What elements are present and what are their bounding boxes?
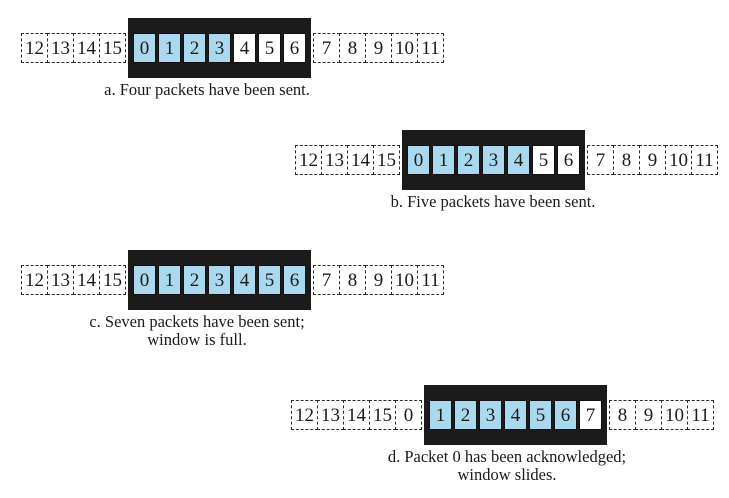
sequence-cell-outside-window: 8 bbox=[339, 33, 366, 63]
sequence-cell-outside-window: 12 bbox=[295, 145, 322, 175]
sequence-cell-outside-window: 8 bbox=[613, 145, 640, 175]
caption-line: window is full. bbox=[147, 330, 247, 349]
sequence-cell-outside-window: 11 bbox=[687, 400, 714, 430]
sequence-cell-in-window: 6 bbox=[283, 33, 306, 63]
sequence-cell-in-window: 3 bbox=[208, 33, 231, 63]
sequence-cell-in-window: 5 bbox=[529, 400, 552, 430]
sequence-cell-outside-window: 13 bbox=[47, 33, 74, 63]
sequence-cell-in-window: 4 bbox=[233, 33, 256, 63]
sequence-cell-outside-window: 14 bbox=[347, 145, 374, 175]
sequence-cell-outside-window: 14 bbox=[73, 265, 100, 295]
sequence-cell-outside-window: 12 bbox=[21, 265, 48, 295]
sequence-cell-outside-window: 15 bbox=[373, 145, 400, 175]
caption-line: b. Five packets have been sent. bbox=[390, 192, 596, 211]
sequence-cell-outside-window: 9 bbox=[365, 33, 392, 63]
sequence-cell-in-window: 5 bbox=[258, 33, 281, 63]
sequence-cell-in-window: 2 bbox=[454, 400, 477, 430]
sequence-cell-outside-window: 7 bbox=[313, 265, 340, 295]
sequence-cell-in-window: 0 bbox=[407, 145, 430, 175]
caption: a. Four packets have been sent. bbox=[47, 81, 367, 99]
sequence-cell-outside-window: 8 bbox=[339, 265, 366, 295]
sequence-cell-outside-window: 8 bbox=[609, 400, 636, 430]
sequence-cell-outside-window: 10 bbox=[661, 400, 688, 430]
sequence-cell-in-window: 6 bbox=[557, 145, 580, 175]
sequence-cell-in-window: 0 bbox=[133, 265, 156, 295]
sequence-cell-outside-window: 14 bbox=[73, 33, 100, 63]
sequence-cell-in-window: 1 bbox=[158, 33, 181, 63]
sequence-cell-in-window: 3 bbox=[208, 265, 231, 295]
sequence-cell-in-window: 6 bbox=[554, 400, 577, 430]
sequence-cell-in-window: 6 bbox=[283, 265, 306, 295]
sequence-cell-outside-window: 13 bbox=[321, 145, 348, 175]
caption-line: c. Seven packets have been sent; bbox=[89, 312, 305, 331]
sequence-cell-outside-window: 11 bbox=[691, 145, 718, 175]
sequence-cell-in-window: 3 bbox=[482, 145, 505, 175]
sequence-cell-outside-window: 10 bbox=[665, 145, 692, 175]
sequence-cell-outside-window: 7 bbox=[587, 145, 614, 175]
sequence-cell-outside-window: 10 bbox=[391, 33, 418, 63]
caption-line: window slides. bbox=[457, 465, 557, 484]
sequence-cell-outside-window: 13 bbox=[317, 400, 344, 430]
sequence-cell-in-window: 1 bbox=[429, 400, 452, 430]
sequence-cell-outside-window: 15 bbox=[99, 265, 126, 295]
caption: d. Packet 0 has been acknowledged;window… bbox=[347, 448, 667, 484]
sequence-cell-in-window: 2 bbox=[183, 33, 206, 63]
sequence-cell-in-window: 4 bbox=[504, 400, 527, 430]
sequence-cell-in-window: 7 bbox=[579, 400, 602, 430]
caption-line: a. Four packets have been sent. bbox=[104, 80, 310, 99]
sequence-cell-outside-window: 12 bbox=[21, 33, 48, 63]
sequence-cell-in-window: 2 bbox=[183, 265, 206, 295]
sequence-cell-in-window: 3 bbox=[479, 400, 502, 430]
sequence-cell-in-window: 1 bbox=[158, 265, 181, 295]
sequence-cell-in-window: 5 bbox=[258, 265, 281, 295]
sequence-cell-outside-window: 11 bbox=[417, 33, 444, 63]
sequence-cell-in-window: 4 bbox=[233, 265, 256, 295]
sequence-cell-in-window: 2 bbox=[457, 145, 480, 175]
sequence-cell-outside-window: 9 bbox=[635, 400, 662, 430]
caption: b. Five packets have been sent. bbox=[333, 193, 653, 211]
sequence-cell-outside-window: 9 bbox=[639, 145, 666, 175]
sequence-cell-outside-window: 10 bbox=[391, 265, 418, 295]
sequence-cell-outside-window: 12 bbox=[291, 400, 318, 430]
sequence-cell-outside-window: 15 bbox=[99, 33, 126, 63]
sequence-cell-in-window: 1 bbox=[432, 145, 455, 175]
sequence-cell-in-window: 0 bbox=[133, 33, 156, 63]
sequence-cell-in-window: 5 bbox=[532, 145, 555, 175]
caption: c. Seven packets have been sent;window i… bbox=[37, 313, 357, 349]
sequence-cell-in-window: 4 bbox=[507, 145, 530, 175]
caption-line: d. Packet 0 has been acknowledged; bbox=[387, 447, 627, 466]
sequence-cell-outside-window: 13 bbox=[47, 265, 74, 295]
sequence-cell-outside-window: 9 bbox=[365, 265, 392, 295]
sequence-cell-outside-window: 14 bbox=[343, 400, 370, 430]
sequence-cell-outside-window: 7 bbox=[313, 33, 340, 63]
sequence-cell-outside-window: 11 bbox=[417, 265, 444, 295]
sequence-cell-outside-window: 15 bbox=[369, 400, 396, 430]
sequence-cell-outside-window: 0 bbox=[395, 400, 422, 430]
